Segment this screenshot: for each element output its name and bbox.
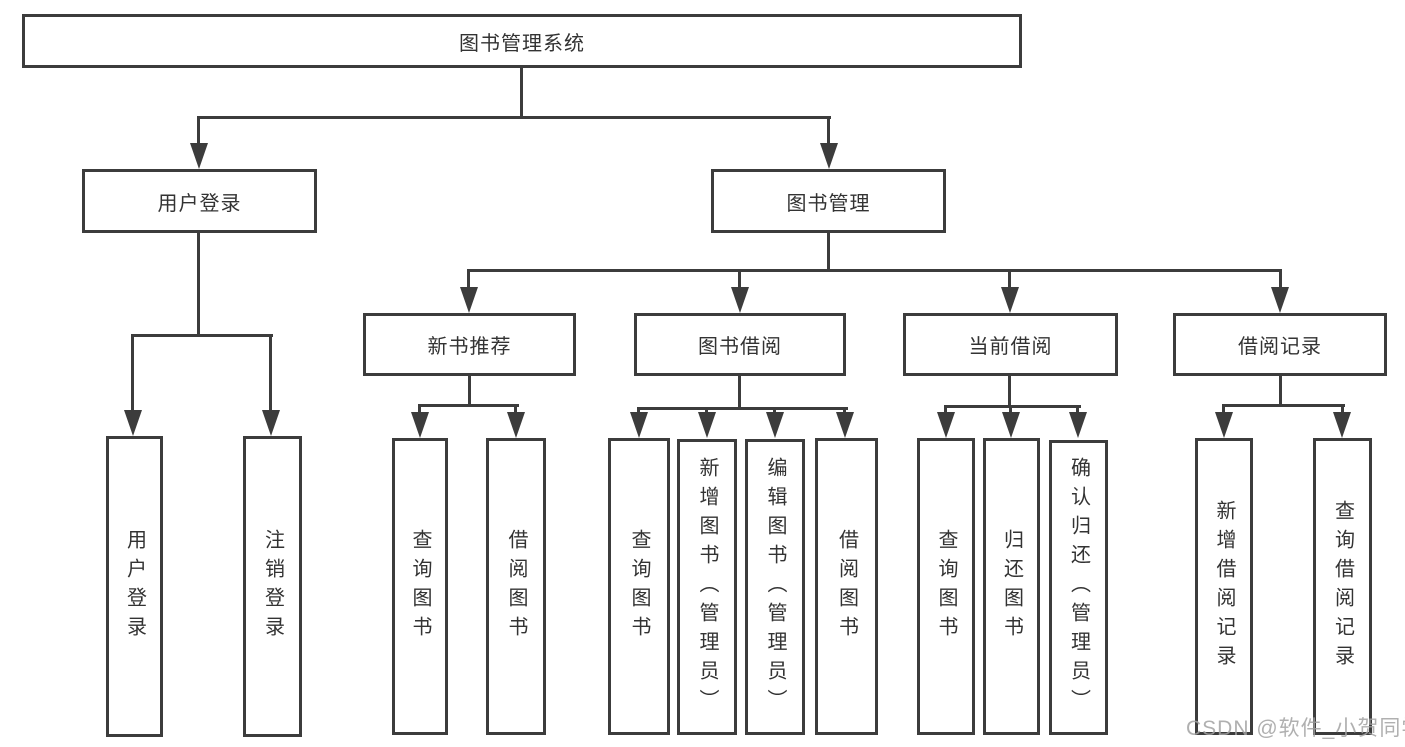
connector-line <box>520 68 523 118</box>
connector-line <box>468 376 471 407</box>
arrow-down-icon <box>630 412 648 438</box>
connector-line <box>418 404 519 407</box>
leaf-label: 归还图书 <box>1000 528 1023 645</box>
node-new-book-recommend: 新书推荐 <box>363 313 576 376</box>
node-label: 用户登录 <box>157 192 242 215</box>
connector-line <box>1076 405 1079 415</box>
node-borrowing-records: 借阅记录 <box>1173 313 1387 376</box>
arrow-down-icon <box>411 412 429 438</box>
leaf-confirm-return-admin: 确认归还（管理员） <box>1049 440 1108 735</box>
leaf-user-login: 用户登录 <box>106 436 163 737</box>
connector-line <box>827 233 830 272</box>
connector-line <box>773 407 776 415</box>
leaf-label: 新增借阅记录 <box>1213 499 1235 674</box>
leaf-label: 查询图书 <box>628 528 650 645</box>
leaf-add-book-admin: 新增图书（管理员） <box>677 439 737 735</box>
connector-line <box>1009 405 1012 415</box>
arrow-down-icon <box>1333 412 1351 438</box>
arrow-down-icon <box>124 410 142 436</box>
leaf-label: 查询图书 <box>409 528 431 645</box>
leaf-label: 确认归还（管理员） <box>1067 457 1090 718</box>
arrow-down-icon <box>731 287 749 313</box>
leaf-label: 新增图书（管理员） <box>696 456 718 718</box>
leaf-query-books-borrowing: 查询图书 <box>608 438 670 735</box>
connector-line <box>738 269 741 289</box>
connector-line <box>1341 404 1344 415</box>
node-label: 图书管理 <box>786 192 871 215</box>
node-label: 新书推荐 <box>427 336 512 358</box>
leaf-edit-book-admin: 编辑图书（管理员） <box>745 439 805 735</box>
arrow-down-icon <box>820 143 838 169</box>
arrow-down-icon <box>698 412 716 438</box>
arrow-down-icon <box>1271 287 1289 313</box>
connector-line <box>1008 269 1011 289</box>
arrow-down-icon <box>507 412 525 438</box>
arrow-down-icon <box>1002 412 1020 438</box>
connector-line <box>1008 376 1011 408</box>
node-current-borrowing: 当前借阅 <box>903 313 1118 376</box>
leaf-add-borrow-record: 新增借阅记录 <box>1195 438 1253 735</box>
arrow-down-icon <box>937 412 955 438</box>
connector-line <box>467 269 1282 272</box>
node-label: 图书管理系统 <box>459 32 585 55</box>
leaf-borrow-books-borrowing: 借阅图书 <box>815 438 878 735</box>
node-label: 借阅记录 <box>1238 336 1322 358</box>
connector-line <box>637 407 848 410</box>
leaf-logout: 注销登录 <box>243 436 302 737</box>
arrow-down-icon <box>766 412 784 438</box>
leaf-query-books-recommend: 查询图书 <box>392 438 448 735</box>
connector-line <box>197 116 200 146</box>
arrow-down-icon <box>460 287 478 313</box>
leaf-label: 借阅图书 <box>835 528 858 645</box>
connector-line <box>131 334 273 337</box>
node-library-management-system: 图书管理系统 <box>22 14 1022 68</box>
connector-line <box>944 405 1081 408</box>
node-label: 当前借阅 <box>968 336 1053 358</box>
node-user-login: 用户登录 <box>82 169 317 233</box>
arrow-down-icon <box>1069 412 1087 438</box>
leaf-label: 用户登录 <box>123 528 146 645</box>
connector-line <box>467 269 470 289</box>
arrow-down-icon <box>262 410 280 436</box>
watermark: CSDN @软件_小贺同学 <box>1186 717 1405 740</box>
connector-line <box>514 404 517 415</box>
node-book-borrowing: 图书借阅 <box>634 313 846 376</box>
connector-line <box>738 376 741 410</box>
connector-line <box>944 405 947 415</box>
leaf-label: 查询借阅记录 <box>1331 499 1354 674</box>
connector-line <box>1222 404 1345 407</box>
arrow-down-icon <box>1215 412 1233 438</box>
connector-line <box>131 334 134 412</box>
connector-line <box>418 404 421 415</box>
connector-line <box>197 116 831 119</box>
connector-line <box>827 116 830 146</box>
connector-line <box>705 407 708 415</box>
connector-line <box>1222 404 1225 415</box>
leaf-query-books-current: 查询图书 <box>917 438 975 735</box>
arrow-down-icon <box>836 412 854 438</box>
leaf-label: 借阅图书 <box>505 528 527 645</box>
leaf-return-books: 归还图书 <box>983 438 1040 735</box>
connector-line <box>843 407 846 415</box>
leaf-query-borrow-record: 查询借阅记录 <box>1313 438 1372 735</box>
leaf-label: 查询图书 <box>935 528 957 645</box>
node-label: 图书借阅 <box>698 336 782 358</box>
connector-line <box>269 334 272 412</box>
connector-line <box>197 233 200 336</box>
leaf-label: 编辑图书（管理员） <box>764 456 786 718</box>
leaf-borrow-books-recommend: 借阅图书 <box>486 438 546 735</box>
leaf-label: 注销登录 <box>261 528 284 645</box>
connector-line <box>1279 376 1282 407</box>
connector-line <box>1279 269 1282 289</box>
arrow-down-icon <box>190 143 208 169</box>
node-book-management: 图书管理 <box>711 169 946 233</box>
arrow-down-icon <box>1001 287 1019 313</box>
connector-line <box>637 407 640 415</box>
